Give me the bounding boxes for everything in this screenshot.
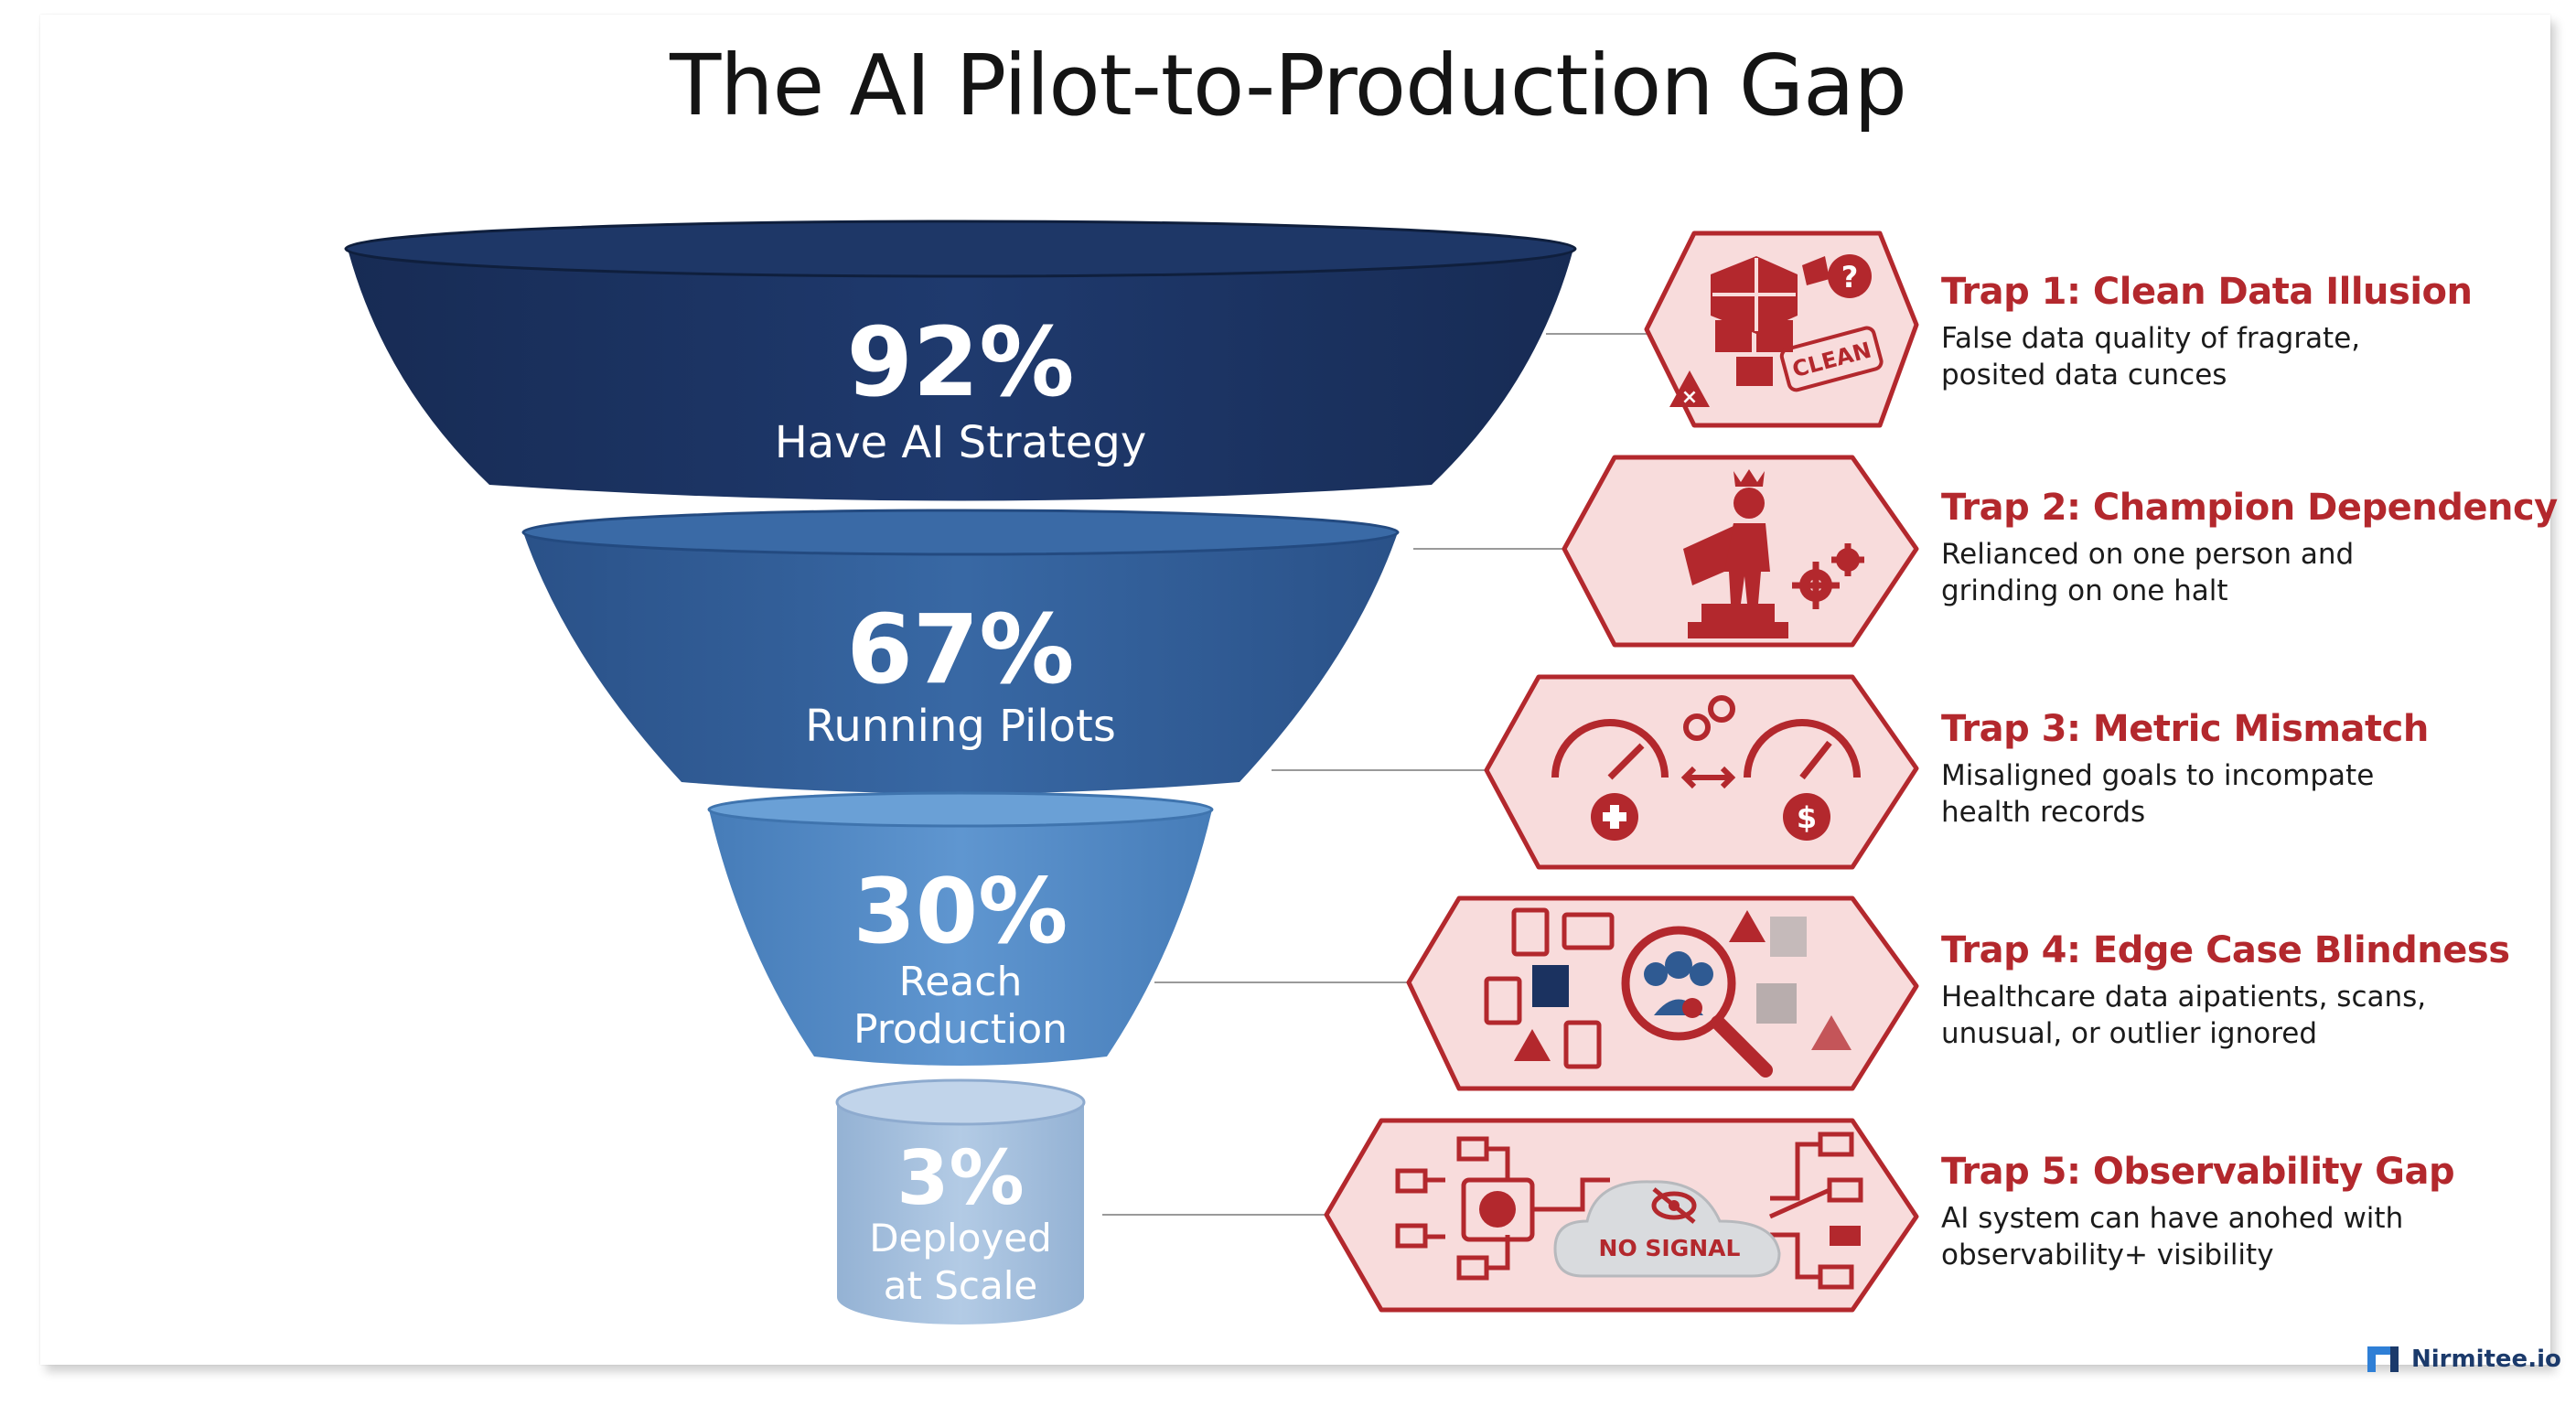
trap-2-title: Trap 2: Champion Dependency bbox=[1941, 487, 2558, 529]
trap-2-description-line-2: grinding on one halt bbox=[1941, 574, 2228, 607]
funnel-tier-3-percent: 30% bbox=[853, 860, 1068, 964]
trap-1-title: Trap 1: Clean Data Illusion bbox=[1941, 271, 2473, 313]
svg-text:$: $ bbox=[1797, 800, 1817, 835]
trap-3-description: Misaligned goals to incompate health rec… bbox=[1941, 757, 2563, 831]
funnel-tier-3-label-line-2: Production bbox=[853, 1006, 1068, 1053]
brain-cloud-no-signal-icon: NO SIGNAL bbox=[1395, 1132, 1863, 1290]
trap-3-description-line-1: Misaligned goals to incompate bbox=[1941, 759, 2375, 792]
trap-2-description-line-1: Relianced on one person and bbox=[1941, 538, 2355, 571]
trap-3-panel bbox=[1484, 674, 1919, 870]
trap-4: Trap 4: Edge Case Blindness Healthcare d… bbox=[1941, 929, 2563, 1052]
trap-3: Trap 3: Metric Mismatch Misaligned goals… bbox=[1941, 708, 2563, 831]
connector-lines bbox=[1102, 333, 1651, 1216]
trap-5-title: Trap 5: Observability Gap bbox=[1941, 1151, 2455, 1193]
trap-3-description-line-2: health records bbox=[1941, 796, 2146, 829]
gauges-broken-link-icon: $ bbox=[1551, 695, 1861, 841]
funnel-tier-1-percent: 92% bbox=[847, 306, 1075, 418]
trap-1-description-line-2: posited data cunces bbox=[1941, 359, 2227, 391]
funnel-tier-1: 92% Have AI Strategy bbox=[344, 220, 1577, 501]
page-title: The AI Pilot-to-Production Gap bbox=[670, 37, 1907, 134]
funnel-tier-4-label-line-1: Deployed bbox=[869, 1216, 1052, 1260]
funnel-tier-2-percent: 67% bbox=[847, 594, 1075, 705]
funnel-tier-4-percent: 3% bbox=[896, 1135, 1024, 1222]
trap-5-description-line-1: AI system can have anohed with bbox=[1941, 1202, 2404, 1235]
funnel-tier-1-label: Have AI Strategy bbox=[775, 417, 1147, 468]
magnifier-patients-warning-icon bbox=[1484, 907, 1852, 1078]
brand-name: Nirmitee.io bbox=[2411, 1346, 2561, 1373]
funnel-tier-4: 3% Deployed at Scale bbox=[835, 1078, 1086, 1325]
trap-1-description-line-1: False data quality of fragrate, bbox=[1941, 322, 2361, 355]
trap-2-description: Relianced on one person and grinding on … bbox=[1941, 536, 2563, 609]
trap-5: Trap 5: Observability Gap AI system can … bbox=[1941, 1151, 2563, 1273]
funnel-tier-2: 67% Running Pilots bbox=[521, 509, 1400, 794]
broken-cube-clean-stamp-icon: ? CLEAN × bbox=[1669, 254, 1884, 409]
trap-5-description: AI system can have anohed with observabi… bbox=[1941, 1200, 2563, 1273]
brand-logo-block: Nirmitee.io bbox=[2366, 1341, 2561, 1378]
funnel-tier-2-label: Running Pilots bbox=[805, 701, 1116, 752]
trap-4-title: Trap 4: Edge Case Blindness bbox=[1941, 929, 2510, 971]
trap-3-title: Trap 3: Metric Mismatch bbox=[1941, 708, 2429, 750]
funnel-tier-3-label-line-1: Reach bbox=[899, 959, 1023, 1005]
svg-text:×: × bbox=[1681, 386, 1698, 409]
trap-5-description-line-2: observability+ visibility bbox=[1941, 1239, 2274, 1271]
no-signal-badge: NO SIGNAL bbox=[1599, 1235, 1741, 1261]
trap-1: Trap 1: Clean Data Illusion False data q… bbox=[1941, 271, 2563, 393]
trap-4-description: Healthcare data aipatients, scans, unusu… bbox=[1941, 979, 2563, 1052]
trap-2: Trap 2: Champion Dependency Relianced on… bbox=[1941, 487, 2563, 609]
nirmitee-logo-icon bbox=[2367, 1346, 2399, 1372]
trap-4-description-line-2: unusual, or outlier ignored bbox=[1941, 1017, 2318, 1050]
svg-text:?: ? bbox=[1841, 260, 1859, 295]
superhero-gears-icon bbox=[1683, 469, 1864, 638]
trap-1-description: False data quality of fragrate, posited … bbox=[1941, 320, 2563, 393]
trap-4-description-line-1: Healthcare data aipatients, scans, bbox=[1941, 981, 2427, 1014]
funnel-tier-3: 30% Reach Production bbox=[707, 791, 1214, 1066]
funnel-tier-4-label-line-2: at Scale bbox=[884, 1263, 1038, 1308]
